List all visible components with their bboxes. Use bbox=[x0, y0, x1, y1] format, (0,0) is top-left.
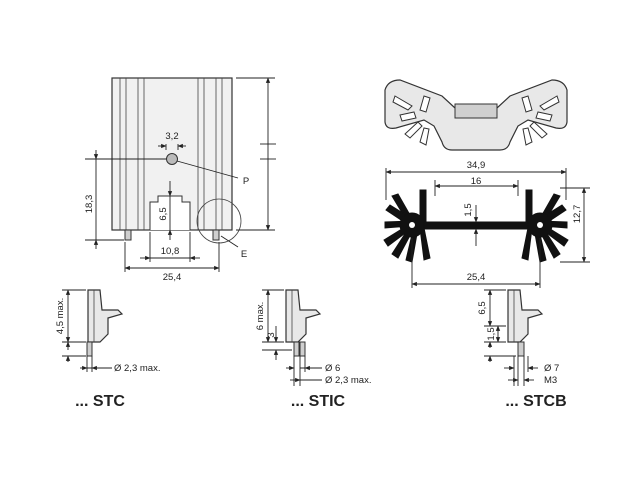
dim-profile-height-label: 12,7 bbox=[572, 205, 583, 224]
dim-inner-width-label: 16 bbox=[471, 176, 482, 187]
dim-height-label: 18,3 bbox=[84, 195, 95, 214]
heatsink-3d-view bbox=[384, 79, 568, 151]
dim-height bbox=[85, 150, 166, 249]
left-pin bbox=[124, 229, 132, 241]
dim-profile-pin-spacing bbox=[411, 238, 541, 288]
stic-dim-height: 6 max. bbox=[255, 302, 266, 331]
dim-pin-spacing-label: 10,8 bbox=[161, 246, 180, 257]
stic-dim-collar: Ø 6 bbox=[325, 363, 340, 374]
dim-inner-width bbox=[434, 180, 519, 196]
stc-dim-pin: Ø 2,3 max. bbox=[114, 363, 160, 374]
stc-pin bbox=[86, 341, 93, 357]
stic-pin-b bbox=[299, 341, 306, 357]
stcb-body bbox=[507, 289, 544, 343]
dim-thickness-label: 1,5 bbox=[463, 203, 474, 216]
mounting-hole bbox=[166, 153, 178, 165]
stic-label: ... STIC bbox=[291, 393, 346, 410]
dim-profile-pin-spacing-label: 25,4 bbox=[467, 272, 486, 283]
dim-right-height bbox=[236, 77, 276, 231]
dim-total-width-label: 34,9 bbox=[467, 160, 486, 171]
label-p: P bbox=[243, 176, 249, 187]
label-e: E bbox=[241, 249, 247, 260]
stcb-dim-thread: M3 bbox=[544, 375, 557, 386]
dim-profile-height bbox=[560, 187, 590, 263]
leader-p bbox=[176, 160, 239, 179]
leader-e bbox=[220, 235, 239, 248]
heatsink-3d-fins-left bbox=[392, 95, 431, 146]
variant-stc: 4,5 max. Ø 2,3 max. ... STC bbox=[55, 289, 160, 410]
stic-pin-a bbox=[293, 341, 300, 357]
stc-dim-height: 4,5 max. bbox=[55, 298, 66, 334]
profile-fins-left bbox=[383, 189, 431, 263]
variant-stic: 6 max. 3 Ø 6 Ø 2,3 max. ... STIC bbox=[255, 289, 371, 410]
dim-hole-width bbox=[158, 143, 186, 150]
stcb-dim-offset: 1,5 bbox=[486, 327, 497, 340]
dim-slot-label: 6,5 bbox=[158, 207, 169, 220]
stc-label: ... STC bbox=[75, 393, 125, 410]
profile-base-plate bbox=[411, 221, 541, 230]
variant-stcb: 6,5 1,5 Ø 7 M3 ... STCB bbox=[477, 289, 567, 410]
front-view: 3,2 18,3 6,5 10,8 bbox=[84, 77, 276, 283]
dim-total-width bbox=[385, 168, 567, 200]
profile-hole-right bbox=[537, 222, 543, 228]
dim-base-width bbox=[124, 242, 220, 272]
stcb-label: ... STCB bbox=[505, 393, 566, 410]
right-pin bbox=[212, 229, 220, 241]
stic-body bbox=[285, 289, 322, 343]
profile-view: 34,9 16 1,5 12,7 25,4 bbox=[383, 160, 590, 288]
dim-hole-width-label: 3,2 bbox=[165, 131, 178, 142]
profile-hole-left bbox=[409, 222, 415, 228]
stic-dim-pin: Ø 2,3 max. bbox=[325, 375, 371, 386]
stic-dim-offset: 3 bbox=[266, 332, 277, 337]
heatsink-3d-mount bbox=[454, 103, 498, 119]
stcb-stud bbox=[517, 341, 525, 357]
dim-pin-spacing bbox=[140, 232, 200, 262]
heatsink-3d-fins-right bbox=[521, 95, 560, 146]
stc-body bbox=[87, 289, 124, 343]
dim-base-width-label: 25,4 bbox=[163, 272, 182, 283]
profile-fins-right bbox=[521, 189, 569, 263]
stcb-dim-height: 6,5 bbox=[477, 301, 488, 314]
stcb-dim-collar: Ø 7 bbox=[544, 363, 559, 374]
